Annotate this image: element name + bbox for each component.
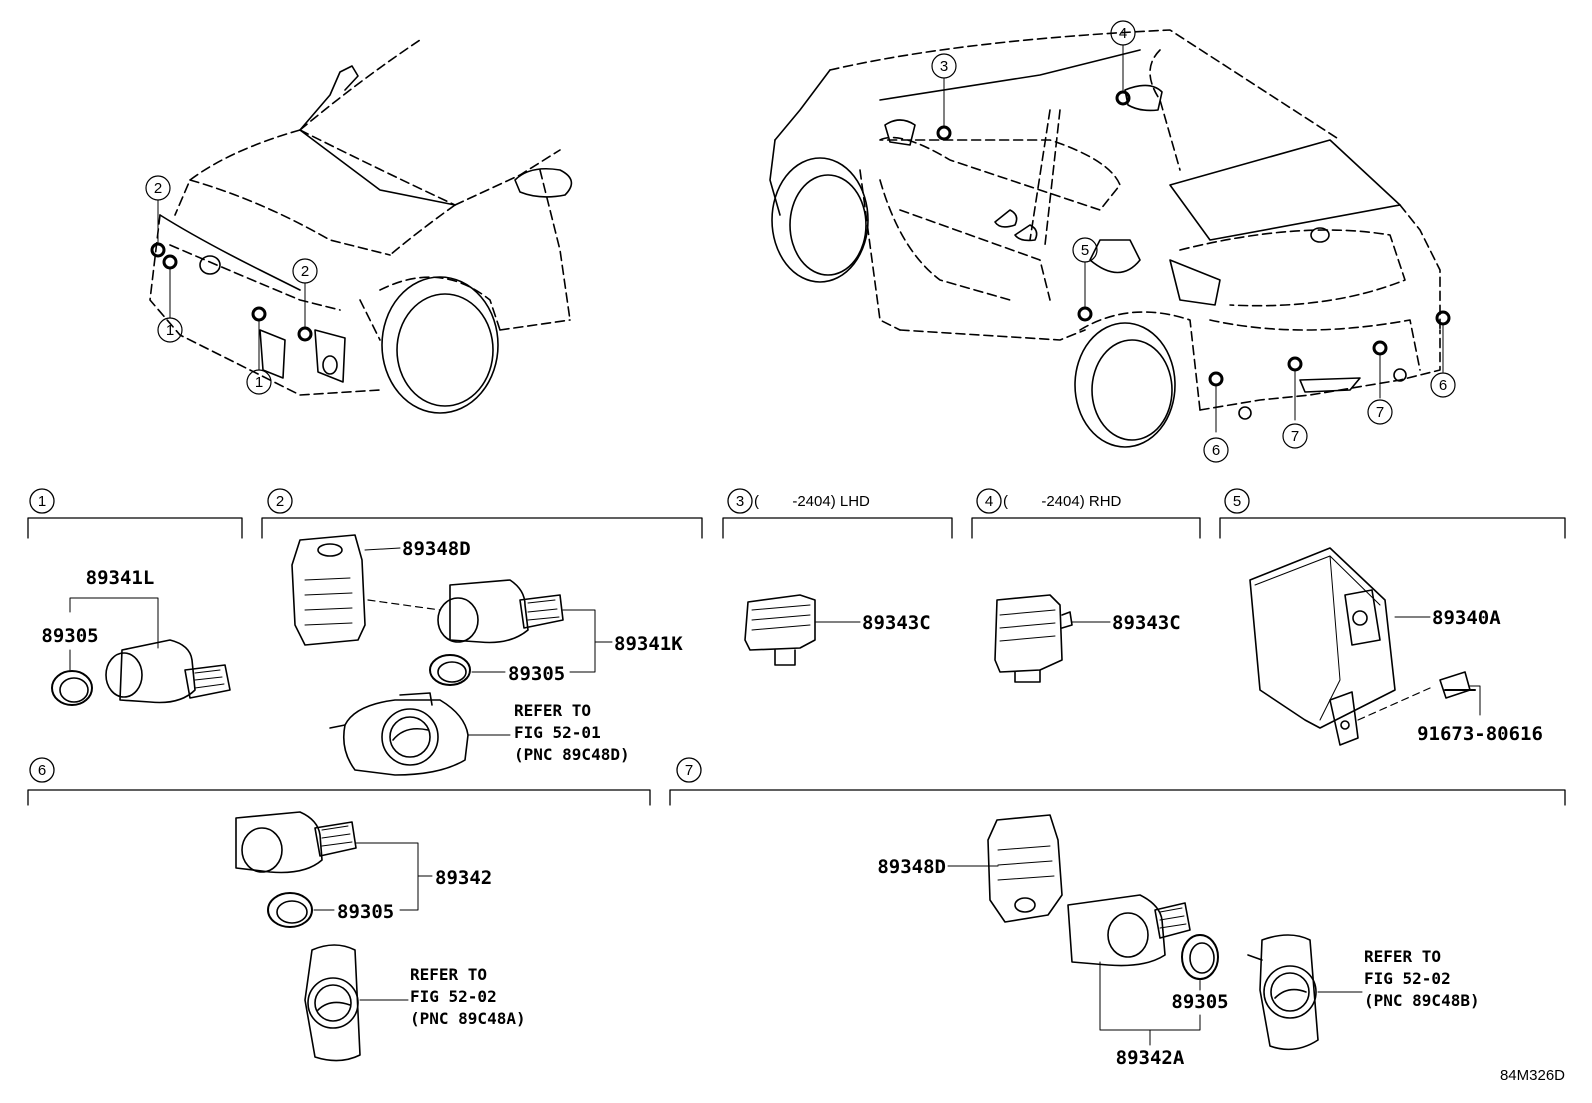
section-4-number: 4 xyxy=(985,493,993,510)
front-callout-b: 1 xyxy=(166,322,174,339)
part-89305-s1-label: 89305 xyxy=(41,625,98,647)
s7-ref-line3: (PNC 89C48B) xyxy=(1364,991,1480,1010)
part-89348D-s7-label: 89348D xyxy=(877,856,946,878)
rear-callout-4: 4 xyxy=(1119,25,1127,42)
front-callouts: 2 1 2 1 xyxy=(145,175,318,395)
section-1-number: 1 xyxy=(38,493,46,510)
front-callout-a: 2 xyxy=(154,180,162,197)
front-car-illustration xyxy=(149,39,573,414)
rear-callout-6a: 6 xyxy=(1212,442,1220,459)
rear-car-illustration xyxy=(769,29,1451,448)
rear-callout-3: 3 xyxy=(940,58,948,75)
rear-callout-6b: 6 xyxy=(1439,377,1447,394)
section-4-parts xyxy=(994,594,1111,683)
section-7-number: 7 xyxy=(685,762,693,779)
section-1-parts xyxy=(51,597,231,706)
section-4-label: ( -2404) RHD xyxy=(1003,493,1122,510)
section-5-number: 5 xyxy=(1233,493,1241,510)
part-89341L-label: 89341L xyxy=(86,567,155,589)
section-2-parts xyxy=(291,534,613,776)
section-headers xyxy=(27,488,1566,806)
part-89341K-label: 89341K xyxy=(614,633,683,655)
rear-callouts: 3 4 5 6 7 7 6 xyxy=(931,20,1456,463)
part-89342A-label: 89342A xyxy=(1116,1047,1185,1069)
rear-callout-5: 5 xyxy=(1081,242,1089,259)
part-91673-80616-label: 91673-80616 xyxy=(1417,723,1543,745)
section-3-number: 3 xyxy=(736,493,744,510)
part-89305-s7-label: 89305 xyxy=(1171,991,1228,1013)
section-6-parts xyxy=(235,811,433,1062)
s6-ref-line3: (PNC 89C48A) xyxy=(410,1009,526,1028)
s2-ref-line2: FIG 52-01 xyxy=(514,723,601,742)
front-callout-c: 2 xyxy=(301,263,309,280)
section-3-parts xyxy=(744,594,861,666)
diagram-code: 84M326D xyxy=(1500,1067,1565,1084)
part-89343C-s4-label: 89343C xyxy=(1112,612,1181,634)
front-callout-d: 1 xyxy=(255,374,263,391)
part-89348D-s2-label: 89348D xyxy=(402,538,471,560)
s7-ref-line2: FIG 52-02 xyxy=(1364,969,1451,988)
part-89340A-label: 89340A xyxy=(1432,607,1501,629)
s6-ref-line1: REFER TO xyxy=(410,965,487,984)
s2-ref-line3: (PNC 89C48D) xyxy=(514,745,630,764)
section-2-number: 2 xyxy=(276,493,284,510)
section-6-number: 6 xyxy=(38,762,46,779)
s7-ref-line1: REFER TO xyxy=(1364,947,1441,966)
part-89305-s6-label: 89305 xyxy=(337,901,394,923)
part-89343C-s3-label: 89343C xyxy=(862,612,931,634)
rear-callout-7b: 7 xyxy=(1376,404,1384,421)
section-header-labels: 1 2 3 ( -2404) LHD 4 ( -2404) RHD 5 6 7 xyxy=(38,493,1241,779)
section-3-label: ( -2404) LHD xyxy=(754,493,870,510)
section-7-parts xyxy=(947,814,1363,1051)
s6-ref-line2: FIG 52-02 xyxy=(410,987,497,1006)
s2-ref-line1: REFER TO xyxy=(514,701,591,720)
rear-callout-7a: 7 xyxy=(1291,428,1299,445)
part-89305-s2-label: 89305 xyxy=(508,663,565,685)
part-89342-label: 89342 xyxy=(435,867,492,889)
section-5-parts xyxy=(1249,547,1481,746)
